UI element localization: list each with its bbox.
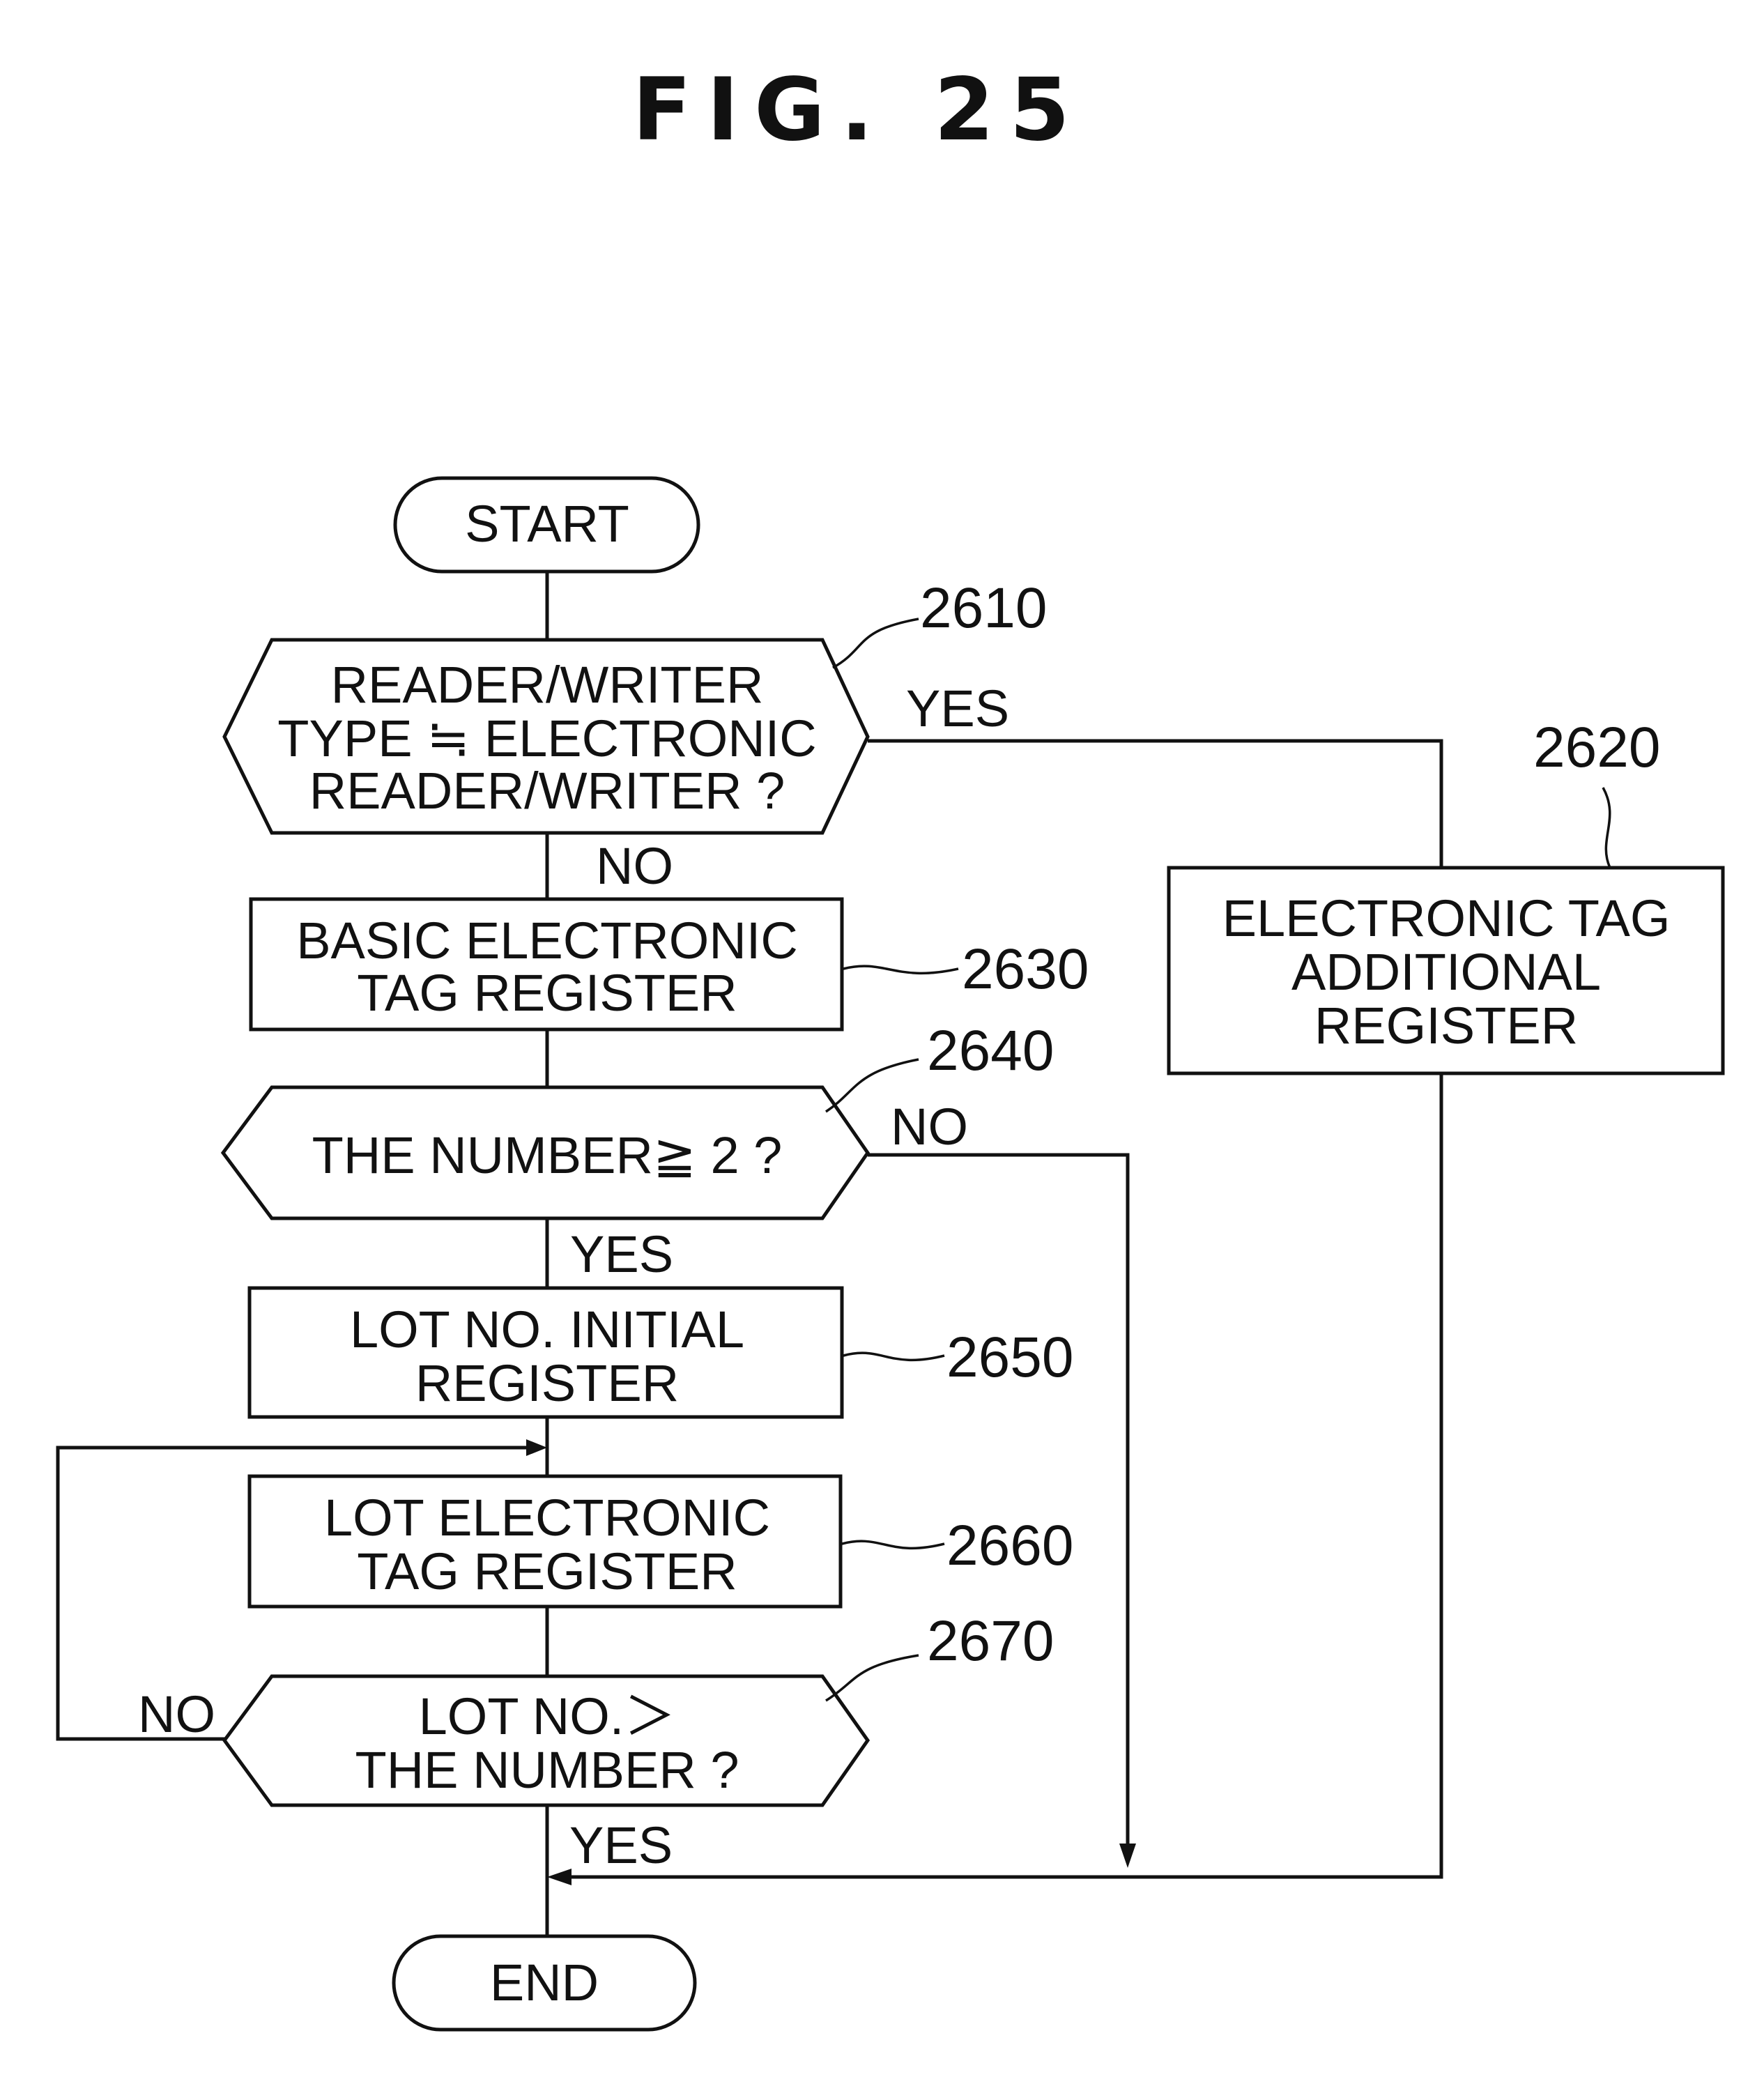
decision-2670-line-2: THE NUMBER ? xyxy=(355,1741,739,1799)
leader-2610 xyxy=(833,619,919,668)
process-2620-line-3: REGISTER xyxy=(1314,997,1578,1055)
process-2620-line-1: ELECTRONIC TAG xyxy=(1222,889,1671,947)
decision-2640: THE NUMBER≧ 2 ? xyxy=(223,1087,868,1218)
decision-2610-line-1: READER/WRITER xyxy=(331,656,764,714)
process-2650-line-2: REGISTER xyxy=(415,1354,679,1412)
process-2660: LOT ELECTRONIC TAG REGISTER xyxy=(250,1476,841,1607)
leader-2620 xyxy=(1603,788,1610,868)
label-2670-no: NO xyxy=(138,1685,215,1743)
process-2630-line-2: TAG REGISTER xyxy=(357,964,737,1022)
label-2610-no: NO xyxy=(596,837,673,895)
ref-2620: 2620 xyxy=(1533,716,1660,779)
decision-2640-line-1: THE NUMBER≧ 2 ? xyxy=(312,1126,783,1184)
leader-2660 xyxy=(842,1541,944,1548)
process-2650: LOT NO. INITIAL REGISTER xyxy=(250,1288,842,1417)
label-2640-no: NO xyxy=(891,1098,968,1156)
edge-2640-no xyxy=(868,1155,1128,1846)
end-label: END xyxy=(490,1954,599,2011)
process-2630: BASIC ELECTRONIC TAG REGISTER xyxy=(251,899,842,1029)
ref-2630: 2630 xyxy=(962,937,1089,1001)
leader-2650 xyxy=(843,1353,944,1360)
decision-2670-line-1: LOT NO.＞ xyxy=(419,1687,676,1745)
process-2630-line-1: BASIC ELECTRONIC xyxy=(296,912,798,969)
leader-2630 xyxy=(843,966,958,973)
merge-arrowhead xyxy=(547,1869,572,1885)
ref-2610: 2610 xyxy=(920,576,1047,640)
down-arrowhead xyxy=(1119,1844,1136,1868)
edge-2610-yes xyxy=(868,741,1441,868)
ref-2670: 2670 xyxy=(927,1609,1054,1673)
start-label: START xyxy=(465,495,629,553)
ref-2660: 2660 xyxy=(946,1514,1073,1577)
label-2670-yes: YES xyxy=(569,1816,673,1874)
label-2610-yes: YES xyxy=(906,680,1009,737)
label-2640-yes: YES xyxy=(570,1225,673,1283)
start-terminal: START xyxy=(395,478,698,572)
figure-title: FIG. 25 xyxy=(632,60,1084,160)
decision-2610: READER/WRITER TYPE ≒ ELECTRONIC READER/W… xyxy=(224,640,868,833)
process-2650-line-1: LOT NO. INITIAL xyxy=(350,1301,744,1358)
ref-2650: 2650 xyxy=(946,1326,1073,1389)
decision-2610-line-3: READER/WRITER ? xyxy=(309,762,785,820)
loop-arrowhead xyxy=(526,1439,547,1456)
process-2620: ELECTRONIC TAG ADDITIONAL REGISTER xyxy=(1169,868,1723,1073)
end-terminal: END xyxy=(394,1936,695,2030)
ref-2640: 2640 xyxy=(927,1019,1054,1082)
process-2660-line-1: LOT ELECTRONIC xyxy=(324,1489,770,1547)
leader-2670 xyxy=(826,1655,919,1701)
process-2620-line-2: ADDITIONAL xyxy=(1291,943,1601,1001)
process-2660-line-2: TAG REGISTER xyxy=(357,1542,737,1600)
decision-2670: LOT NO.＞ THE NUMBER ? xyxy=(224,1676,868,1805)
decision-2610-line-2: TYPE ≒ ELECTRONIC xyxy=(277,710,816,767)
